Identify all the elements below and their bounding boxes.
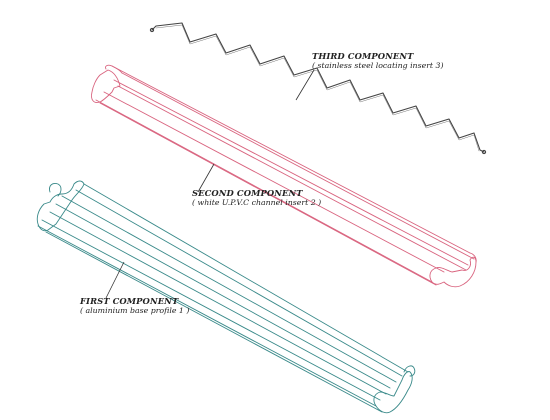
steel-insert-wave [151, 22, 485, 153]
channel-groove-2 [117, 85, 467, 271]
second-component-upvc-channel [91, 64, 477, 288]
profile-left-bead [49, 183, 62, 197]
profile-top-lip-edge-2 [75, 189, 403, 377]
profile-channel-line-3 [49, 211, 387, 395]
channel-face-line [103, 91, 445, 273]
leader-lines [105, 69, 315, 299]
channel-bottom-edge [95, 99, 433, 283]
leader-line-second [197, 163, 215, 193]
steel-insert-start-end [149, 27, 155, 33]
channel-left-end-profile [91, 69, 121, 103]
label-third-title: THIRD COMPONENT [312, 51, 414, 61]
label-third-component: THIRD COMPONENT ( stainless steel locati… [312, 51, 444, 71]
profile-bottom-edge [37, 225, 377, 407]
leader-line-third [295, 69, 315, 101]
profile-right-bead [403, 365, 416, 377]
channel-top-edge-inner [121, 72, 475, 260]
profile-top-lip-edge [83, 183, 409, 373]
label-second-description: ( white U.P.V.C channel insert 2 ) [192, 197, 322, 207]
label-first-component: FIRST COMPONENT ( aluminium base profile… [80, 296, 190, 316]
profile-channel-line-2 [55, 203, 391, 389]
channel-groove-1 [113, 79, 469, 266]
profile-channel-line-1 [61, 195, 397, 383]
channel-right-end-profile [429, 256, 477, 288]
channel-right-end-lip [469, 252, 477, 263]
profile-right-end [373, 371, 413, 414]
label-third-description: ( stainless steel locating insert 3) [312, 60, 444, 70]
channel-bottom-edge-2 [99, 102, 437, 286]
first-component-aluminium-profile [36, 180, 416, 414]
third-component-steel-insert [149, 22, 487, 155]
label-first-title: FIRST COMPONENT [80, 296, 179, 306]
label-second-component: SECOND COMPONENT ( white U.P.V.C channel… [192, 188, 322, 208]
leader-line-first [105, 261, 125, 299]
channel-left-top-lip [105, 64, 123, 74]
label-first-description: ( aluminium base profile 1 ) [80, 305, 190, 315]
channel-top-edge [111, 65, 471, 254]
profile-bottom-edge-2 [45, 231, 383, 413]
steel-insert-wave-edge [155, 24, 480, 152]
label-second-title: SECOND COMPONENT [192, 188, 303, 198]
profile-face-line [41, 219, 381, 401]
steel-insert-finish-end [481, 149, 487, 155]
